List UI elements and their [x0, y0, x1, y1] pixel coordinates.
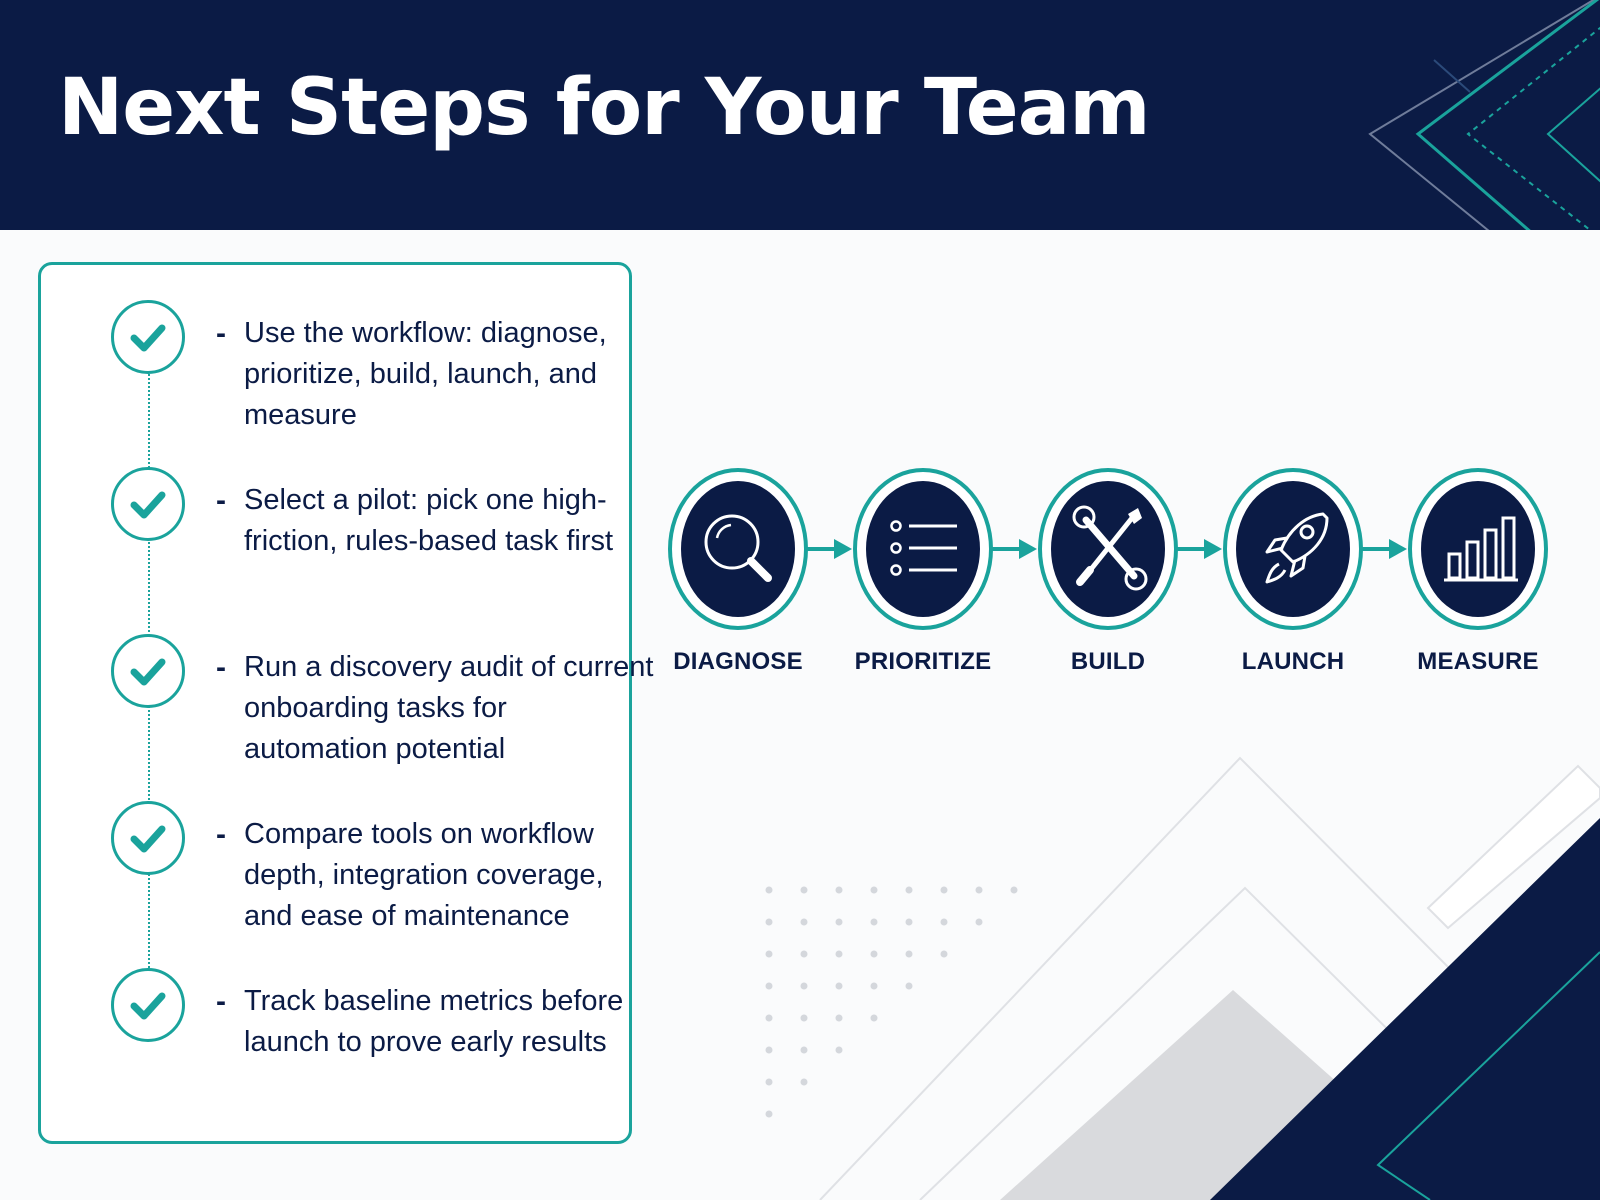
workflow-step-diagnose [668, 468, 808, 630]
page-title: Next Steps for Your Team [58, 63, 1151, 153]
workflow-label-prioritize: PRIORITIZE [854, 648, 992, 675]
check-icon [111, 467, 185, 541]
workflow-label-diagnose: DIAGNOSE [673, 648, 803, 675]
workflow-step-launch [1223, 468, 1363, 630]
check-icon [111, 300, 185, 374]
arrow-icon [1361, 539, 1407, 559]
magnifier-icon [704, 514, 772, 582]
navy-corner-shape [1210, 818, 1600, 1200]
white-stripe [1426, 764, 1600, 930]
dot-grid [765, 886, 1018, 1118]
bar-chart-icon [1444, 516, 1518, 582]
wrench-screwdriver-icon [1072, 505, 1148, 591]
checklist-item: - Compare tools on workflow depth, integ… [216, 814, 656, 937]
arrow-icon [991, 539, 1037, 559]
check-icon [111, 801, 185, 875]
workflow-step-build [1038, 468, 1178, 630]
checklist-item: - Select a pilot: pick one high-friction… [216, 480, 656, 562]
arrow-icon [806, 539, 852, 559]
workflow-label-measure: MEASURE [1417, 648, 1539, 675]
arrow-icon [1176, 539, 1222, 559]
checklist-item: - Track baseline metrics before launch t… [216, 981, 656, 1063]
workflow-step-measure [1408, 468, 1548, 630]
next-steps-panel: - Use the workflow: diagnose, prioritize… [38, 262, 653, 1144]
checklist-item: - Run a discovery audit of current onboa… [216, 647, 656, 770]
header-banner: Next Steps for Your Team [0, 0, 1600, 230]
checklist-item-text: Select a pilot: pick one high-friction, … [244, 484, 614, 557]
rocket-icon [1265, 512, 1329, 584]
checklist-item-text: Compare tools on workflow depth, integra… [244, 818, 604, 932]
checklist-item-text: Run a discovery audit of current onboard… [244, 651, 654, 765]
teal-corner-line [1376, 951, 1600, 1200]
checklist-item: - Use the workflow: diagnose, prioritize… [216, 313, 656, 436]
checklist-item-text: Use the workflow: diagnose, prioritize, … [244, 317, 607, 431]
workflow-label-launch: LAUNCH [1241, 648, 1345, 675]
checklist-item-text: Track baseline metrics before launch to … [244, 985, 624, 1058]
workflow-label-build: BUILD [1070, 648, 1146, 675]
list-icon [890, 520, 957, 576]
check-icon [111, 968, 185, 1042]
check-icon [111, 634, 185, 708]
workflow-step-prioritize [853, 468, 993, 630]
header-decoration [1368, 0, 1600, 230]
